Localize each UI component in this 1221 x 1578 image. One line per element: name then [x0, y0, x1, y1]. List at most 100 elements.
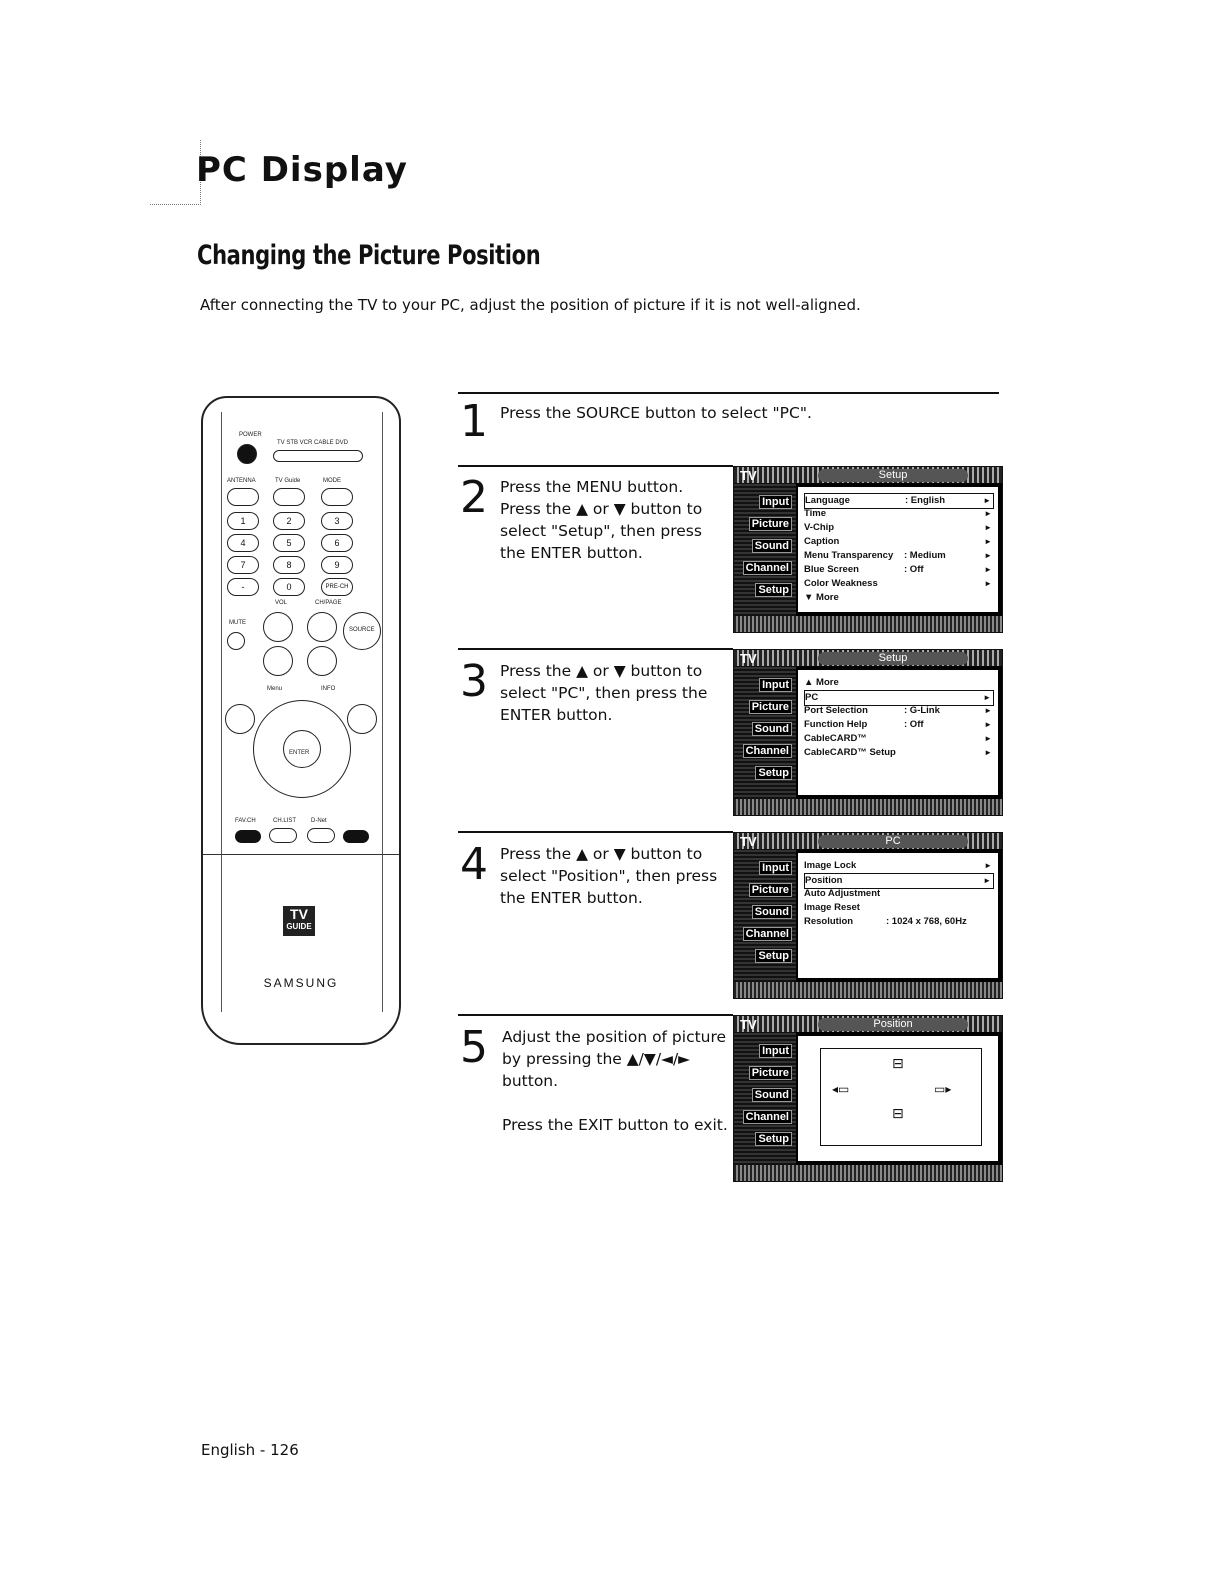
- position-panel: ⊟ ⊟ ◂▭ ▭▸: [798, 1036, 998, 1161]
- mode-indicator: [273, 450, 363, 462]
- menu-row-label: PC: [805, 692, 819, 703]
- key-5: 5: [273, 534, 305, 552]
- position-right-icon: ▭▸: [934, 1082, 952, 1096]
- sidebar-label: Picture: [748, 883, 792, 897]
- chlist-button: [269, 828, 297, 843]
- menu-row-label: Language: [805, 495, 850, 506]
- ch-down-button: [307, 646, 337, 676]
- screen-tv-label: TV: [740, 1017, 757, 1032]
- sidebar-item-channel: Channel: [738, 561, 792, 579]
- menu-row: Menu Transparency: Medium►: [804, 549, 994, 563]
- sidebar-item-picture: Picture: [738, 1066, 792, 1084]
- sidebar-label: Sound: [751, 905, 792, 919]
- menu-panel: Image Lock► Position► Auto Adjustment Im…: [798, 853, 998, 978]
- menu-row-label: CableCARD™ Setup: [804, 747, 896, 758]
- menu-row-value: : Medium: [904, 550, 946, 561]
- screen-sidebar: Input Picture Sound Channel Setup: [734, 849, 796, 982]
- screen-title: Setup: [818, 469, 968, 482]
- screen-bottom-bar: [734, 799, 1002, 815]
- favch-label: FAV.CH: [235, 818, 256, 824]
- menu-row: V-Chip►: [804, 521, 994, 535]
- vol-up-button: [263, 612, 293, 642]
- step-rule: [458, 1014, 733, 1016]
- menu-row-arrow: ►: [984, 579, 992, 588]
- key-6: 6: [321, 534, 353, 552]
- menu-row: Position►: [804, 873, 994, 889]
- menu-row-label: Port Selection: [804, 705, 868, 716]
- key-dash: -: [227, 578, 259, 596]
- brand-label: SAMSUNG: [263, 976, 339, 990]
- key-8: 8: [273, 556, 305, 574]
- navigation-ring: [253, 700, 351, 798]
- menu-row-label: Blue Screen: [804, 564, 859, 575]
- screen-title: Setup: [818, 652, 968, 665]
- section-title: Changing the Picture Position: [197, 240, 541, 271]
- vol-down-button: [263, 646, 293, 676]
- tvguide-button: [273, 488, 305, 506]
- menu-row: Function Help: Off►: [804, 718, 994, 732]
- remote-divider: [203, 854, 399, 855]
- sidebar-item-channel: Channel: [738, 927, 792, 945]
- tv-screen-setup-2: TV Setup Input Picture Sound Channel Set…: [733, 649, 1003, 816]
- sidebar-item-input: Input: [738, 678, 792, 696]
- menu-row-label: ▼ More: [804, 592, 839, 603]
- sidebar-item-sound: Sound: [738, 1088, 792, 1106]
- top-rule: [458, 392, 999, 394]
- key-1: 1: [227, 512, 259, 530]
- sidebar-item-sound: Sound: [738, 539, 792, 557]
- favch-button: [235, 830, 261, 843]
- step-text: Press the ▲ or ▼ button to select "Posit…: [500, 845, 718, 907]
- menu-row-arrow: ►: [984, 861, 992, 870]
- step-rule: [458, 648, 733, 650]
- sidebar-label: Setup: [755, 583, 792, 597]
- sidebar-item-setup: Setup: [738, 949, 792, 967]
- enter-button: [283, 730, 321, 768]
- menu-row-arrow: ►: [984, 706, 992, 715]
- vol-label: VOL: [275, 600, 288, 606]
- key-0: 0: [273, 578, 305, 596]
- menu-row-arrow: ►: [984, 720, 992, 729]
- page-footer: English - 126: [201, 1441, 299, 1459]
- intro-text: After connecting the TV to your PC, adju…: [200, 296, 861, 314]
- screen-title: PC: [818, 835, 968, 848]
- ch-up-button: [307, 612, 337, 642]
- sidebar-item-setup: Setup: [738, 1132, 792, 1150]
- screen-tv-label: TV: [740, 651, 757, 666]
- sidebar-label: Setup: [755, 1132, 792, 1146]
- position-up-icon: ⊟: [892, 1056, 904, 1072]
- sidebar-label: Picture: [748, 517, 792, 531]
- sidebar-label: Sound: [751, 539, 792, 553]
- sidebar-item-input: Input: [738, 861, 792, 879]
- enter-label: ENTER: [289, 750, 310, 756]
- sidebar-label: Channel: [742, 927, 792, 941]
- menu-row-arrow: ►: [983, 496, 991, 505]
- step-number: 5: [460, 1022, 488, 1073]
- screen-sidebar: Input Picture Sound Channel Setup: [734, 1032, 796, 1165]
- exit-button: [225, 704, 255, 734]
- position-left-icon: ◂▭: [832, 1082, 850, 1096]
- remote-control-illustration: POWER TV STB VCR CABLE DVD ANTENNA TV Gu…: [201, 396, 401, 1045]
- dnet-label: D-Net: [311, 818, 327, 824]
- power-label: POWER: [239, 432, 262, 438]
- sidebar-label: Channel: [742, 744, 792, 758]
- screen-bottom-bar: [734, 982, 1002, 998]
- key-9: 9: [321, 556, 353, 574]
- sidebar-label: Sound: [751, 722, 792, 736]
- sidebar-item-sound: Sound: [738, 905, 792, 923]
- menu-row: Image Lock►: [804, 859, 994, 873]
- sidebar-label: Sound: [751, 1088, 792, 1102]
- sidebar-item-picture: Picture: [738, 700, 792, 718]
- menu-row: CableCARD™►: [804, 732, 994, 746]
- menu-row-arrow: ►: [983, 693, 991, 702]
- sidebar-item-channel: Channel: [738, 1110, 792, 1128]
- sidebar-label: Input: [759, 495, 792, 509]
- menu-row-label: Menu Transparency: [804, 550, 894, 561]
- screen-bottom-bar: [734, 616, 1002, 632]
- menu-row-label: CableCARD™: [804, 733, 867, 744]
- menu-row: Color Weakness►: [804, 577, 994, 591]
- remote-body: [221, 412, 383, 1012]
- info-label: INFO: [321, 686, 336, 692]
- menu-row-label: Position: [805, 875, 843, 886]
- key-prech: PRE-CH: [321, 578, 353, 596]
- menu-row-label: Time: [804, 508, 827, 519]
